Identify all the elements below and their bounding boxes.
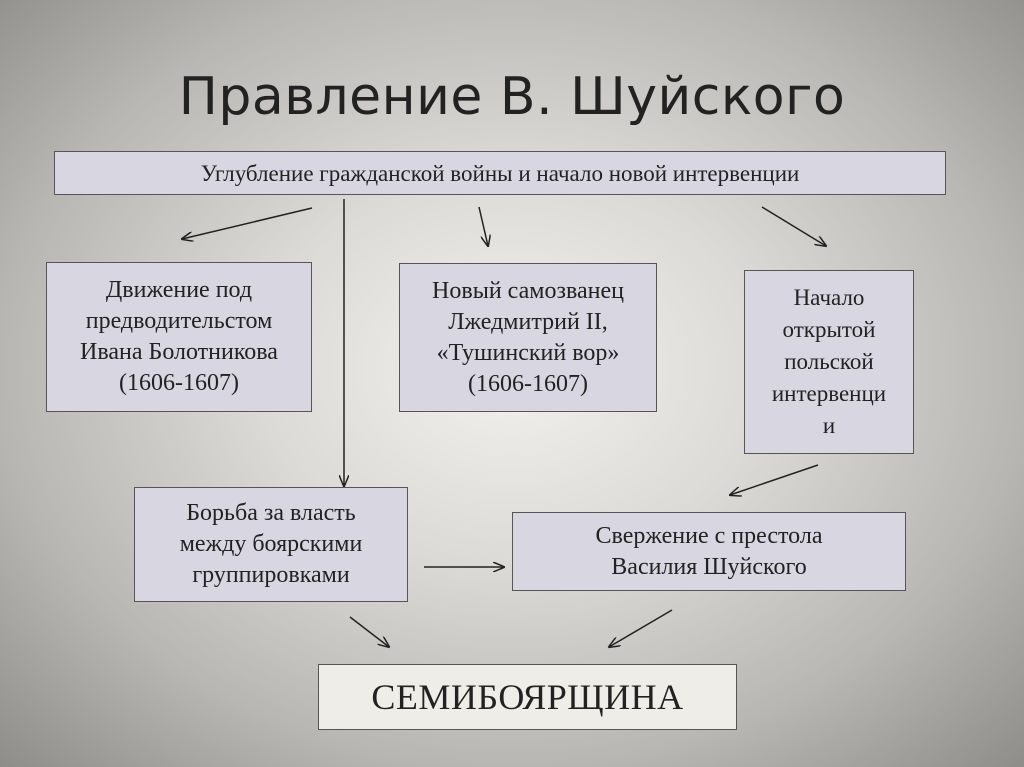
box-line: Движение под	[105, 277, 253, 303]
box-boyar-struggle: Борьба за власть между боярскими группир…	[134, 487, 408, 602]
box-line: между боярскими	[179, 531, 363, 557]
box-line: Новый самозванец	[432, 277, 624, 304]
box-line: «Тушинский вор»	[436, 339, 620, 366]
box-seven-boyars: СЕМИБОЯРЩИНА	[318, 664, 737, 730]
box-line: Свержение с престола	[595, 522, 823, 549]
box-line: и	[822, 413, 836, 438]
arrow-boyars-to-result	[349, 616, 389, 647]
box-polish-intervention: Начало открытой польской интервенци и	[744, 270, 914, 454]
box-line: Борьба за власть	[186, 500, 356, 526]
box-bolotnikov-movement: Движение под предводительстом Ивана Боло…	[46, 262, 312, 412]
box-civil-war-deepening-text: Углубление гражданской войны и начало но…	[200, 160, 800, 186]
box-seven-boyars-text: СЕМИБОЯРЩИНА	[371, 676, 684, 717]
box-line: Василия Шуйского	[611, 553, 807, 580]
box-line: открытой	[782, 317, 876, 342]
page-title: Правление В. Шуйского	[178, 67, 846, 127]
arrow-intervention-to-overthrow	[730, 464, 819, 495]
box-line: Начало	[793, 285, 865, 310]
box-line: Лжедмитрий II,	[448, 308, 608, 335]
arrow-to-intervention	[761, 206, 826, 246]
box-line: предводительстом	[85, 308, 273, 334]
box-line: интервенци	[771, 381, 887, 406]
box-shuisky-overthrow: Свержение с престола Василия Шуйского	[512, 512, 906, 591]
box-civil-war-deepening: Углубление гражданской войны и начало но…	[54, 151, 946, 195]
arrow-to-false-dmitry	[478, 206, 488, 246]
box-false-dmitry: Новый самозванец Лжедмитрий II, «Тушинск…	[399, 263, 657, 412]
box-line: (1606-1607)	[119, 370, 239, 396]
box-line: Ивана Болотникова	[80, 339, 278, 365]
box-line: польской	[784, 349, 874, 374]
box-line: (1606-1607)	[468, 370, 588, 397]
arrow-overthrow-to-result	[609, 609, 673, 647]
arrow-to-bolotnikov	[182, 207, 313, 239]
box-line: группировками	[192, 562, 350, 588]
